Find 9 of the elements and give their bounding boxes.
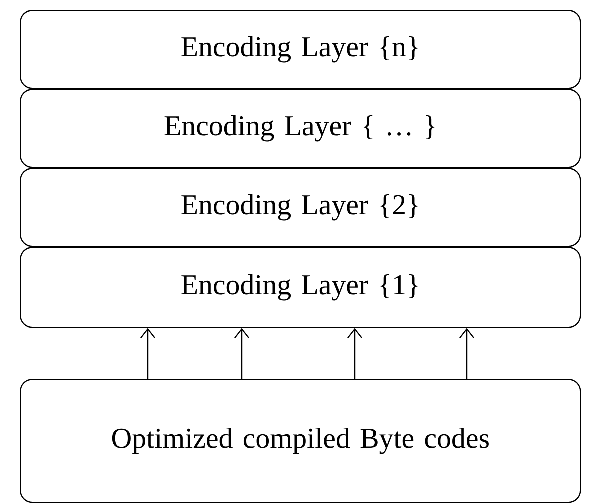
layer-box: Encoding Layer {2} [20, 168, 582, 248]
layer-box: Optimized compiled Byte codes [20, 379, 582, 503]
arrow [348, 328, 362, 379]
layer-box: Encoding Layer {1} [20, 247, 582, 328]
arrow [140, 328, 156, 379]
arrow [234, 328, 250, 379]
layer-box: Encoding Layer {n} [20, 10, 582, 90]
arrow [460, 328, 474, 379]
layer-box: Encoding Layer { … } [20, 89, 582, 168]
